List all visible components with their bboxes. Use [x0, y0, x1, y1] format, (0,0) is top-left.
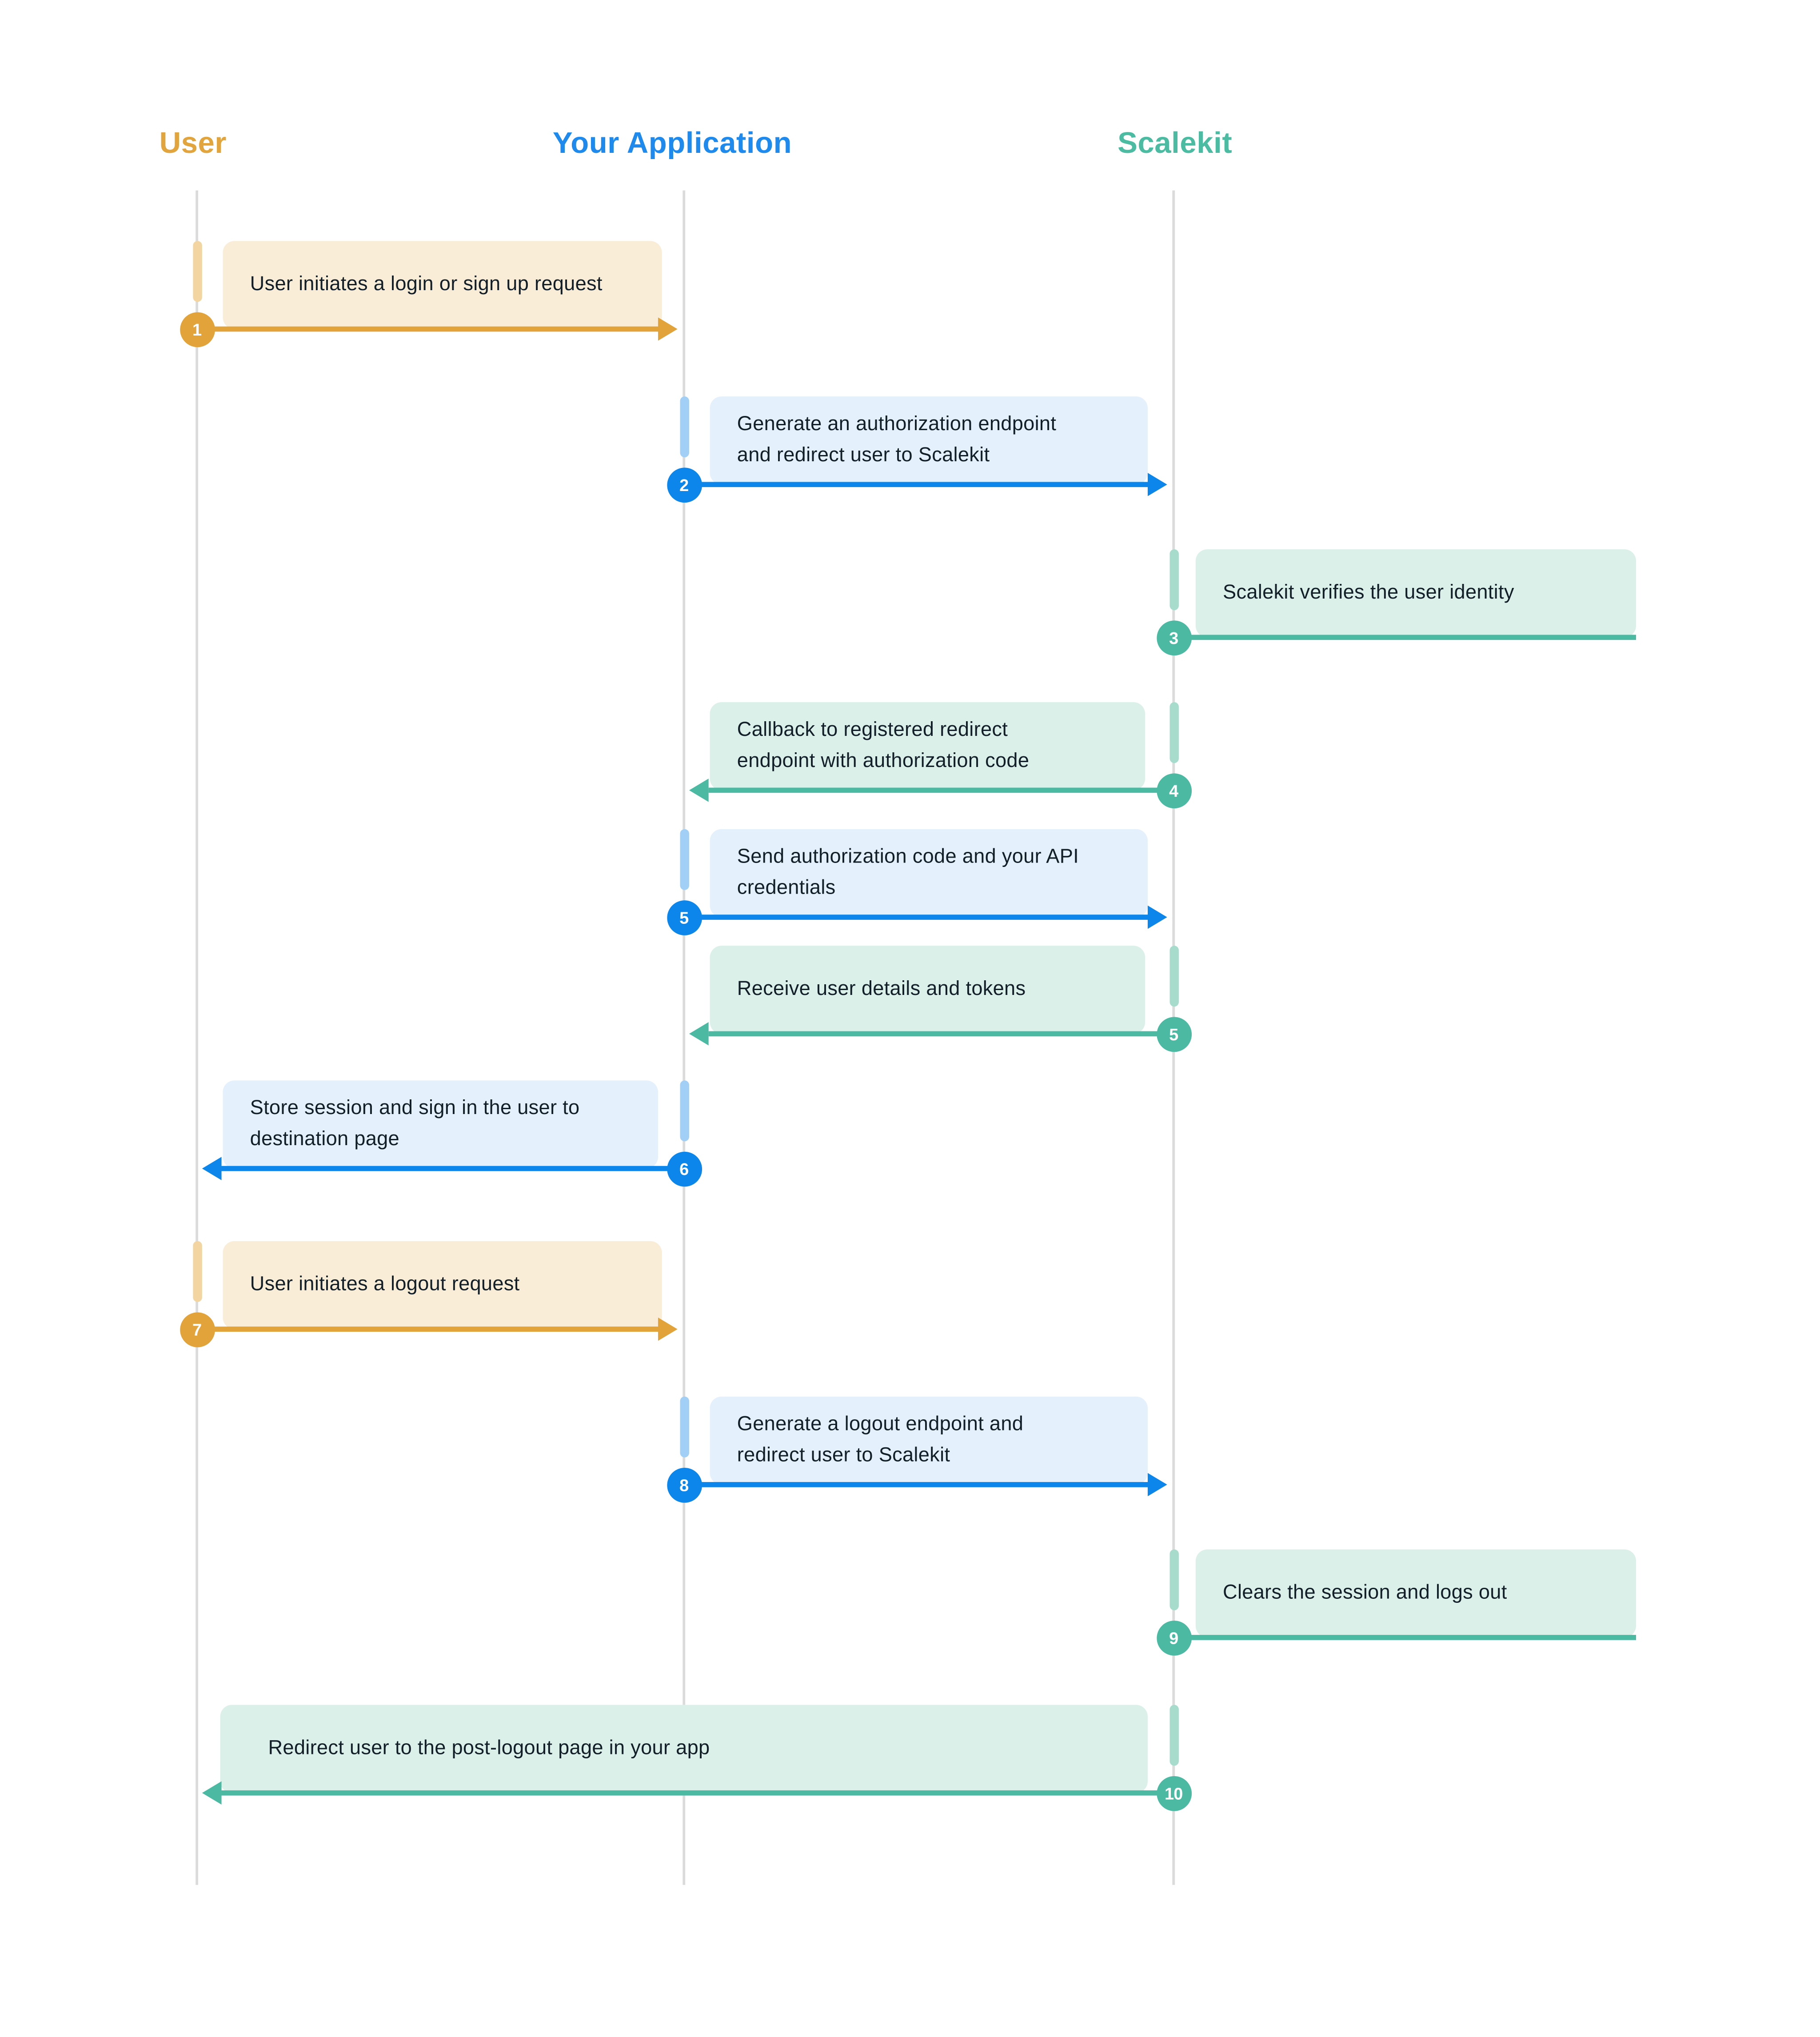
step-number: 2: [679, 475, 689, 495]
step-number-badge: 9: [1156, 1620, 1191, 1655]
actor-label-user: User: [159, 125, 227, 160]
message-box: Send authorization code and your API cre…: [710, 829, 1148, 918]
activation-bar: [192, 1241, 202, 1302]
step-number-badge: 7: [179, 1311, 215, 1347]
actor-label-application: Your Application: [552, 125, 792, 160]
arrowhead-left-icon: [202, 1157, 222, 1180]
arrowhead-right-icon: [658, 317, 678, 341]
step-number-badge: 4: [1156, 772, 1191, 808]
step-number: 5: [1169, 1024, 1178, 1044]
activation-bar: [1169, 549, 1178, 611]
message-text: Generate a logout endpoint and redirect …: [737, 1413, 1024, 1467]
step-number-badge: 3: [1156, 619, 1191, 655]
message-box: User initiates a login or sign up reques…: [223, 241, 662, 329]
message-box: Receive user details and tokens: [710, 946, 1145, 1034]
step-number-badge: 10: [1156, 1775, 1191, 1811]
step-number: 6: [679, 1158, 689, 1178]
activation-bar: [1169, 1549, 1178, 1610]
step-number: 5: [679, 907, 689, 927]
step-number: 1: [192, 319, 202, 339]
self-message-line: [1173, 635, 1636, 640]
arrow-line: [684, 915, 1149, 920]
step-number-badge: 5: [1156, 1016, 1191, 1051]
message-box: Scalekit verifies the user identity: [1195, 549, 1636, 638]
arrowhead-right-icon: [658, 1317, 678, 1341]
step-number-badge: 6: [666, 1151, 702, 1186]
message-box: Generate an authorization endpoint and r…: [710, 396, 1148, 485]
message-box: Redirect user to the post-logout page in…: [220, 1705, 1148, 1793]
lifeline-user: [195, 190, 199, 1885]
message-text: User initiates a logout request: [250, 1273, 520, 1295]
step-number: 8: [679, 1475, 689, 1494]
arrowhead-right-icon: [1147, 1473, 1167, 1497]
message-text: Store session and sign in the user to de…: [250, 1096, 580, 1150]
activation-bar: [1169, 946, 1178, 1007]
message-text: Scalekit verifies the user identity: [1223, 581, 1514, 603]
arrowhead-left-icon: [689, 1022, 709, 1046]
step-number: 4: [1169, 780, 1178, 800]
message-text: Send authorization code and your API cre…: [737, 845, 1079, 899]
message-box: Clears the session and logs out: [1195, 1549, 1636, 1638]
arrow-line: [197, 1326, 659, 1332]
message-text: Redirect user to the post-logout page in…: [268, 1737, 710, 1759]
arrow-line: [708, 787, 1174, 793]
arrow-line: [221, 1166, 684, 1171]
step-number-badge: 5: [666, 899, 702, 935]
step-number: 7: [192, 1319, 202, 1339]
step-number-badge: 8: [666, 1467, 702, 1502]
step-number-badge: 1: [179, 312, 215, 347]
arrow-line: [684, 1482, 1149, 1487]
arrowhead-left-icon: [689, 779, 709, 802]
arrow-line: [684, 482, 1149, 487]
message-box: Generate a logout endpoint and redirect …: [710, 1396, 1148, 1485]
step-number-badge: 2: [666, 467, 702, 502]
message-text: Generate an authorization endpoint and r…: [737, 412, 1057, 467]
arrowhead-right-icon: [1147, 905, 1167, 929]
message-text: Receive user details and tokens: [737, 978, 1026, 1000]
message-text: Clears the session and logs out: [1223, 1581, 1507, 1604]
message-box: Store session and sign in the user to de…: [223, 1080, 658, 1169]
self-message-line: [1173, 1635, 1636, 1640]
activation-bar: [1169, 1705, 1178, 1766]
step-number: 9: [1169, 1628, 1178, 1647]
activation-bar: [679, 1080, 689, 1142]
message-box: Callback to registered redirect endpoint…: [710, 702, 1145, 791]
step-number: 10: [1165, 1783, 1183, 1803]
activation-bar: [192, 241, 202, 302]
activation-bar: [1169, 702, 1178, 763]
arrowhead-right-icon: [1147, 473, 1167, 496]
lifeline-application: [682, 190, 686, 1885]
arrowhead-left-icon: [202, 1781, 222, 1805]
activation-bar: [679, 396, 689, 458]
activation-bar: [679, 829, 689, 890]
message-box: User initiates a logout request: [223, 1241, 662, 1330]
message-text: User initiates a login or sign up reques…: [250, 273, 603, 295]
step-number: 3: [1169, 627, 1178, 647]
activation-bar: [679, 1396, 689, 1458]
actor-label-scalekit: Scalekit: [1118, 125, 1233, 160]
message-text: Callback to registered redirect endpoint…: [737, 718, 1030, 772]
arrow-line: [221, 1790, 1174, 1796]
arrow-line: [708, 1031, 1174, 1037]
arrow-line: [197, 326, 659, 332]
